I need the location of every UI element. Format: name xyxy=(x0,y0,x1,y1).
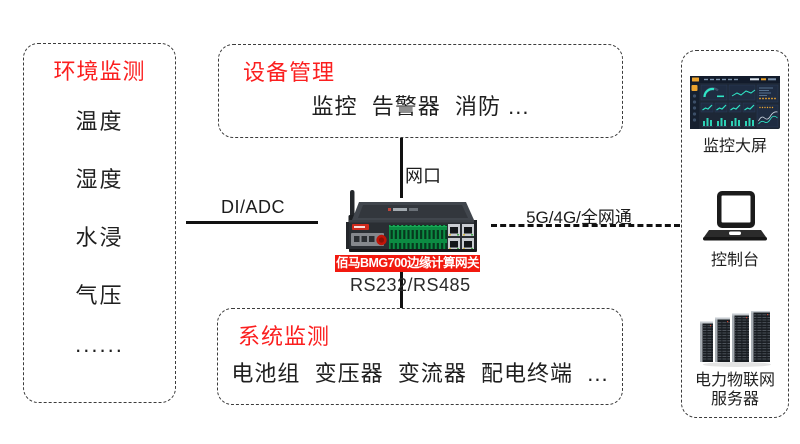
env-item-ellipsis: ...... xyxy=(75,332,124,357)
link-label-net-port: 网口 xyxy=(405,166,441,186)
gateway-device: 佰马BMG700边缘计算网关 xyxy=(335,189,480,272)
connector-line-right-dashed xyxy=(491,224,680,227)
device-management-items: 监控 告警器 消防 ... xyxy=(311,94,530,119)
dashboard-label: 监控大屏 xyxy=(702,138,767,155)
connector-line-bottom xyxy=(400,272,403,308)
gateway-device-image xyxy=(346,190,477,252)
system-monitoring-items: 电池组 变压器 变流器 配电终端 ... xyxy=(231,361,609,386)
env-item-water: 水浸 xyxy=(75,225,124,250)
device-management-box: 设备管理 监控 告警器 消防 ... xyxy=(218,44,623,138)
monitoring-dashboard-image xyxy=(682,76,788,129)
server-rack-image xyxy=(682,311,788,367)
env-item-temperature: 温度 xyxy=(75,109,124,134)
connector-line-left xyxy=(186,221,318,224)
dashboard-screen-icon xyxy=(690,76,780,129)
cloud-platform-box: 监控大屏 控制台 xyxy=(681,50,789,418)
device-management-title: 设备管理 xyxy=(243,60,336,85)
server-label-line1: 电力物联网 xyxy=(694,372,775,389)
gateway-name-badge: 佰马BMG700边缘计算网关 xyxy=(335,255,480,272)
link-label-5g-4g: 5G/4G/全网通 xyxy=(526,208,632,227)
env-item-pressure: 气压 xyxy=(75,283,124,308)
console-label: 控制台 xyxy=(710,252,759,269)
link-label-rs232-rs485: RS232/RS485 xyxy=(350,275,471,295)
server-label-line2: 服务器 xyxy=(710,391,759,408)
env-item-humidity: 湿度 xyxy=(75,167,124,192)
env-monitoring-box: 环境监测 温度 湿度 水浸 气压 ...... xyxy=(23,43,176,403)
link-label-di-adc: DI/ADC xyxy=(220,197,285,217)
env-box-title: 环境监测 xyxy=(53,59,146,84)
console-laptop-image xyxy=(682,191,788,245)
connector-line-top xyxy=(400,138,403,198)
server-label: 电力物联网 服务器 xyxy=(682,371,788,409)
system-monitoring-box: 系统监测 电池组 变压器 变流器 配电终端 ... xyxy=(217,308,623,405)
server-rack-icon xyxy=(700,311,771,367)
system-monitoring-title: 系统监测 xyxy=(238,324,331,349)
laptop-icon xyxy=(703,191,767,241)
